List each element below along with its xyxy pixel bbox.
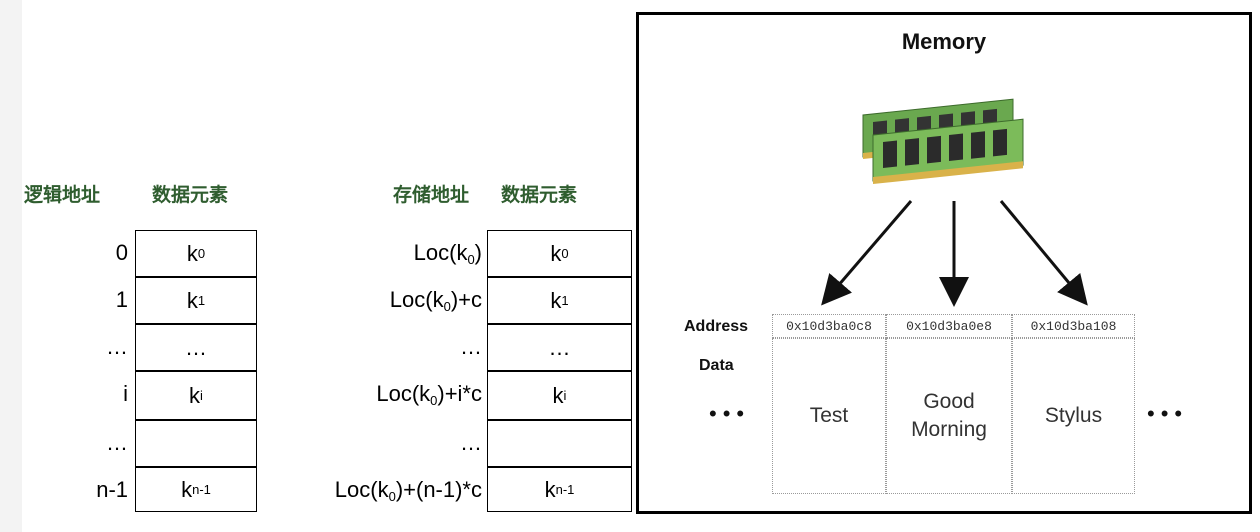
header-data-element-right: 数据元素 — [501, 184, 578, 206]
left-edge-strip — [0, 0, 22, 532]
element-cell-left: … — [135, 324, 257, 371]
memory-title: Memory — [901, 29, 987, 54]
ram-sticks-icon — [862, 98, 1024, 184]
memory-arrows — [821, 200, 1088, 307]
memory-panel: Memory — [636, 12, 1252, 514]
trailing-ellipsis: ••• — [1147, 401, 1189, 426]
storage-address: Loc(k0)+c — [389, 287, 482, 314]
storage-address: Loc(k0)+(n-1)*c — [334, 477, 482, 504]
element-cell-right: … — [487, 324, 632, 371]
memory-address-cell: 0x10d3ba108 — [1012, 314, 1135, 338]
logical-index: n-1 — [96, 477, 128, 502]
header-storage-address: 存储地址 — [393, 184, 470, 206]
memory-data-cell: Test — [772, 338, 886, 494]
storage-address: … — [460, 430, 482, 455]
logical-index: i — [123, 381, 128, 406]
header-data-element-left: 数据元素 — [152, 184, 229, 206]
logical-index: … — [106, 334, 128, 359]
arrow-right — [999, 200, 1088, 306]
logical-index: … — [106, 430, 128, 455]
leading-ellipsis: ••• — [709, 401, 751, 426]
memory-data-cell: Stylus — [1012, 338, 1135, 494]
arrow-left — [821, 200, 913, 306]
logical-index: 0 — [115, 240, 128, 265]
memory-address-cell: 0x10d3ba0e8 — [886, 314, 1012, 338]
data-label: Data — [699, 357, 734, 374]
storage-address: Loc(k0) — [413, 240, 482, 267]
logical-index: 1 — [115, 287, 128, 312]
memory-address-cell: 0x10d3ba0c8 — [772, 314, 886, 338]
storage-address: Loc(k0)+i*c — [376, 381, 482, 408]
element-cell-right — [487, 420, 632, 467]
element-cell-left — [135, 420, 257, 467]
address-label: Address — [684, 318, 749, 335]
storage-address: … — [460, 334, 482, 359]
header-logical-address: 逻辑地址 — [24, 184, 101, 206]
